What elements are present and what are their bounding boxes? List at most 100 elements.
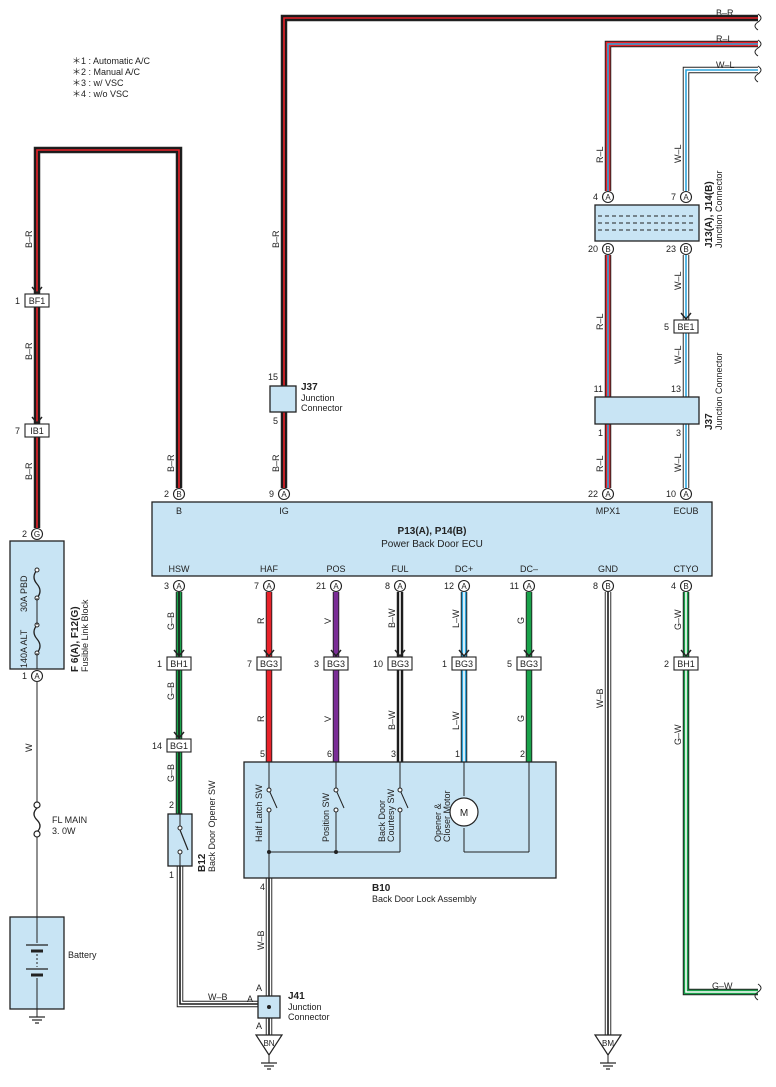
wire-label: B–R	[271, 230, 281, 248]
pin-number: 5	[507, 659, 512, 669]
wire-label: B–W	[387, 608, 397, 628]
pin-number: 9	[269, 489, 274, 499]
terminal-letter: G	[34, 530, 40, 539]
terminal-letter: A	[605, 490, 611, 499]
ground-symbol	[28, 1008, 46, 1024]
terminal-letter: A	[605, 193, 611, 202]
inline-connectors: BF1 1 IB1 7 BE1 5 BH1 1 BG1 14 BG3 7 BG3…	[15, 286, 699, 753]
pin-number: 8	[385, 581, 390, 591]
position-switch-label: Position SW	[321, 792, 331, 842]
fusible-link-block: G 2 30A PBD 140A ALT F 6(A), F12(G) Fusi…	[9, 527, 90, 683]
junction-j37-right: 11 13 1 3 J37 Junction Connector	[594, 352, 724, 438]
wire-label: B–R	[24, 462, 34, 480]
terminal-letter: A	[266, 582, 272, 591]
wire-label: G–W	[673, 724, 683, 745]
terminal-letter: A	[333, 582, 339, 591]
back-door-lock-assembly: 5 6 3 1 2 4 M Half Latch	[243, 749, 557, 904]
pin-number: 22	[588, 489, 598, 499]
fuse-2-label: 140A ALT	[19, 629, 29, 668]
courtesy-switch-label-1: Back Door	[377, 800, 387, 842]
wire-label: R	[256, 715, 266, 722]
motor-symbol-label: M	[460, 808, 468, 819]
pin-number: 2	[520, 749, 525, 759]
wire-label: B–W	[387, 710, 397, 730]
pin-number: 10	[373, 659, 383, 669]
wire-label: R–L	[595, 146, 605, 163]
terminal-letter: A	[397, 582, 403, 591]
ecu-terminal-ecub: ECUB	[673, 506, 698, 516]
option-legend: ＊1 : Automatic A/C ＊2 : Manual A/C ＊3 : …	[72, 56, 151, 99]
terminal-letter: B	[683, 582, 688, 591]
connector-name: BE1	[677, 322, 694, 332]
wire-label: W–B	[256, 930, 266, 950]
pin-number: 6	[327, 749, 332, 759]
ecu-terminal-ful: FUL	[391, 564, 408, 574]
ground-triangle	[593, 1034, 623, 1057]
wire-br-top	[280, 14, 758, 386]
ecu-terminal-b: B	[176, 506, 182, 516]
pin-number: 3	[314, 659, 319, 669]
pin-letter: A	[256, 1021, 262, 1031]
connector-name: BG3	[520, 659, 538, 669]
wire-label: B–R	[271, 454, 281, 472]
pin-number: 21	[316, 581, 326, 591]
connector-name: BH1	[677, 659, 695, 669]
fl-main-fuse: FL MAIN 3. 0W	[33, 682, 87, 917]
ground-symbol	[260, 1054, 278, 1070]
wire-label: V	[323, 716, 333, 722]
connector-name: BG3	[391, 659, 409, 669]
wire-wb-opener	[176, 866, 258, 1008]
b10-name: Back Door Lock Assembly	[372, 894, 477, 904]
pin-number: 5	[273, 416, 278, 426]
ecu-code: P13(A), P14(B)	[398, 526, 467, 537]
pin-number: 4	[593, 192, 598, 202]
terminal-letter: A	[461, 582, 467, 591]
junction-j37-top: 15 5 J37 Junction Connector	[268, 372, 343, 426]
pin-number: 7	[254, 581, 259, 591]
pin-number: 1	[169, 870, 174, 880]
wire-label: G–W	[673, 609, 683, 630]
terminal-letter: A	[281, 490, 287, 499]
pin-number: 7	[247, 659, 252, 669]
ecu-name: Power Back Door ECU	[381, 539, 483, 550]
junction-j41: A A A J41 Junction Connector	[247, 983, 330, 1031]
battery: Battery	[9, 916, 97, 1024]
ecu-terminal-gnd: GND	[598, 564, 619, 574]
courtesy-switch-label-2: Courtesy SW	[386, 788, 396, 842]
j37-name: Junction	[301, 393, 335, 403]
pin-number: 2	[169, 800, 174, 810]
terminal-letter: B	[176, 490, 181, 499]
ecu-terminal-hsw: HSW	[169, 564, 191, 574]
pin-number: 1	[15, 296, 20, 306]
edge-wire-label-wl: W–L	[716, 60, 735, 70]
legend-2: ＊2 : Manual A/C	[72, 67, 141, 77]
junction-j13-j14: A 4 A 7 B 20 B 23 J13(A), J14(B) Junctio…	[588, 170, 724, 256]
wire-label: L–W	[451, 711, 461, 730]
terminal-letter: A	[526, 582, 532, 591]
wire-label: W–L	[673, 271, 683, 290]
wire-label: W–B	[208, 992, 228, 1002]
pin-number: 3	[391, 749, 396, 759]
ground-symbol	[599, 1054, 617, 1070]
fuse-140a-symbol	[33, 624, 41, 654]
wire-label: G	[516, 617, 526, 624]
terminal-letter: A	[683, 193, 689, 202]
back-door-opener-switch: 2 1 B12 Back Door Opener SW	[167, 780, 217, 880]
wire-label: G–B	[166, 682, 176, 700]
pin-number: 11	[594, 384, 603, 394]
wire-label: W–L	[673, 144, 683, 163]
j37-right-name: Junction Connector	[714, 352, 724, 430]
pin-number: 5	[260, 749, 265, 759]
legend-4: ＊4 : w/o VSC	[72, 89, 129, 99]
pin-number: 2	[164, 489, 169, 499]
b12-name: Back Door Opener SW	[207, 780, 217, 872]
connector-box	[673, 319, 699, 334]
fusible-block-name: Fusible Link Block	[80, 599, 90, 672]
pin-number: 11	[510, 581, 519, 591]
wire-label: G–B	[166, 764, 176, 782]
terminal-letter: A	[34, 672, 40, 681]
b10-internal-wiring	[268, 762, 530, 878]
ground-point-bm: BM	[593, 1034, 623, 1070]
wire-gw	[682, 592, 758, 996]
pin-number: 13	[671, 384, 681, 394]
